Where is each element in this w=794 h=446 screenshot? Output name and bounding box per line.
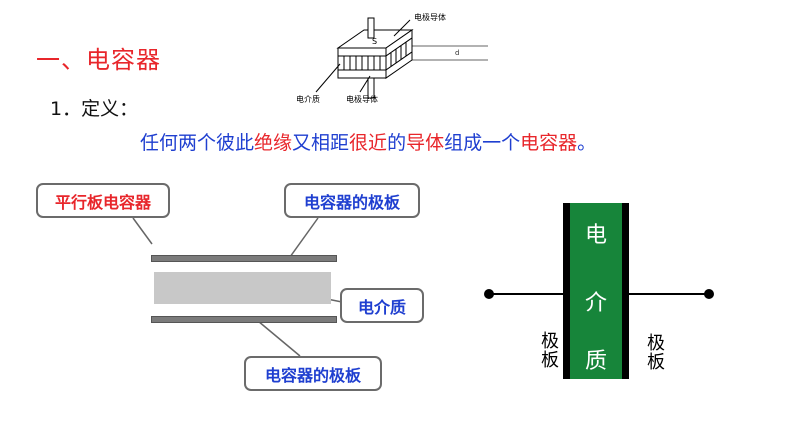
sketch-label-conductor-top: 电极导体 bbox=[414, 12, 446, 22]
definition-keyword: 很近 bbox=[349, 132, 388, 154]
sketch-dielectric-stripes bbox=[337, 37, 413, 71]
dielectric-char-3: 质 bbox=[584, 349, 607, 374]
right-plate-label-1: 极 bbox=[647, 333, 665, 354]
left-terminal bbox=[484, 289, 494, 299]
definition-part: 。 bbox=[577, 132, 597, 154]
bottom-plate bbox=[151, 316, 337, 323]
dielectric-symbol: 电 介 质 bbox=[563, 203, 629, 379]
definition-part: 组成 bbox=[444, 132, 483, 154]
callout-top-plate: 电容器的极板 bbox=[284, 183, 420, 218]
sketch-label-dielectric: 电介质 bbox=[296, 94, 320, 104]
sketch-label-conductor-bottom: 电极导体 bbox=[346, 94, 378, 104]
callout-parallel-plate-capacitor: 平行板电容器 bbox=[36, 183, 170, 218]
top-plate bbox=[151, 255, 337, 262]
definition-keyword: 绝缘 bbox=[254, 132, 293, 154]
dielectric-char-2: 介 bbox=[584, 291, 607, 316]
left-plate-label-1: 极 bbox=[541, 331, 559, 352]
left-wire bbox=[489, 293, 563, 295]
sketch-label-s: S bbox=[372, 37, 377, 46]
right-plate-label: 极 板 bbox=[646, 334, 666, 372]
right-terminal bbox=[704, 289, 714, 299]
definition-part: 一个 bbox=[482, 132, 521, 154]
definition-part: 又相距 bbox=[292, 132, 350, 154]
dielectric-layer bbox=[154, 272, 331, 304]
dielectric-char-1: 电 bbox=[584, 223, 607, 248]
definition-text: 任何两个彼此绝缘又相距很近的导体组成一个电容器。 bbox=[140, 128, 596, 155]
left-plate-label-2: 板 bbox=[541, 350, 559, 371]
callout-bottom-plate: 电容器的极板 bbox=[244, 356, 382, 391]
definition-keyword: 电容器 bbox=[520, 132, 578, 154]
right-wire bbox=[629, 293, 709, 295]
definition-part: 的 bbox=[387, 132, 407, 154]
callout-dielectric: 电介质 bbox=[340, 288, 424, 323]
definition-label: 1．定义： bbox=[50, 98, 139, 120]
definition-keyword: 导体 bbox=[406, 132, 445, 154]
left-plate-label: 极 板 bbox=[540, 332, 560, 370]
right-plate-label-2: 板 bbox=[647, 352, 665, 373]
page-title: 一、电容器 bbox=[36, 46, 161, 74]
definition-part: 任何两个彼此 bbox=[140, 132, 255, 154]
capacitor-sketch: d S 电极导体 电介质 电极导体 bbox=[296, 12, 488, 104]
sketch-label-d: d bbox=[455, 49, 459, 57]
